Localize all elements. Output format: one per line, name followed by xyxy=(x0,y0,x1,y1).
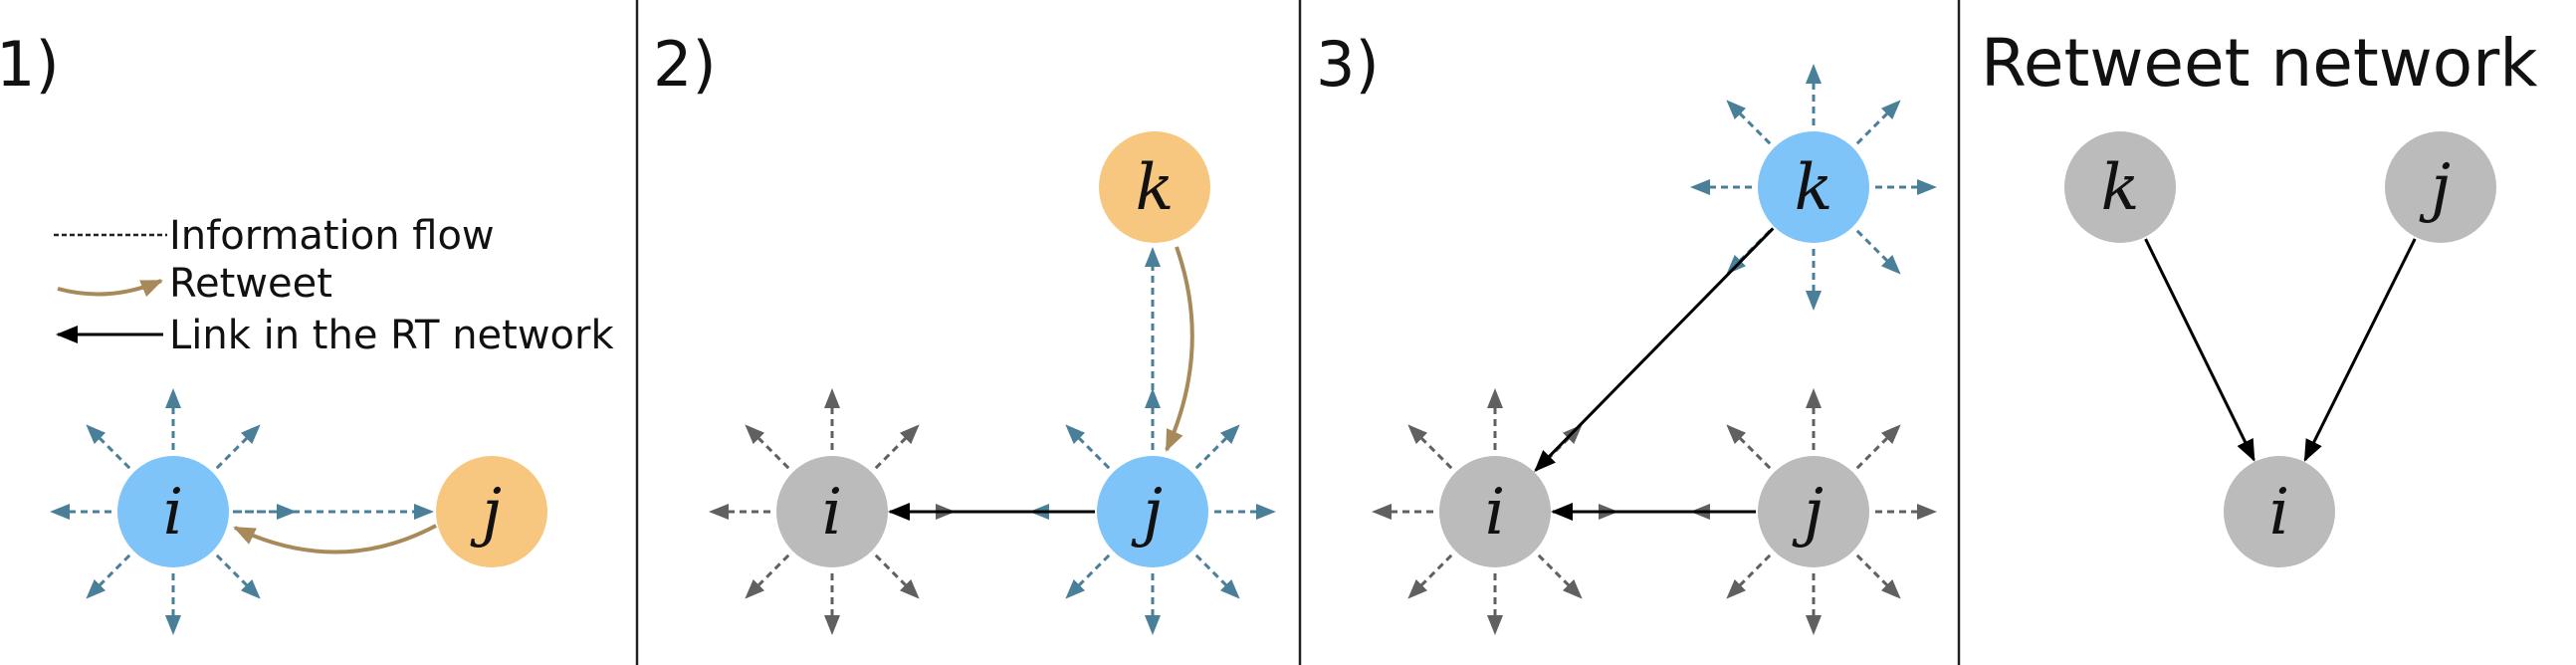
p1-i-flow-arrow-225 xyxy=(86,424,131,470)
p2-i-flow-arrow-225 xyxy=(745,424,790,470)
p1-i-flow-arrow-45 xyxy=(215,554,261,599)
information-flows xyxy=(50,64,1937,635)
p4-j-node xyxy=(2385,131,2496,243)
p4-rt-link-j-to-i xyxy=(2303,238,2417,462)
p2-retweet-k-to-j xyxy=(1165,246,1194,452)
p2-i-flow-arrow-45 xyxy=(874,554,920,599)
p3-j-flow-arrow-315 xyxy=(1855,424,1901,470)
p1-i-node-label: i xyxy=(163,476,183,550)
legend: Information flow Retweet Link in the RT … xyxy=(54,213,614,358)
p3-i-node xyxy=(1439,456,1551,567)
p1-i-flow-arrow-315 xyxy=(215,424,261,470)
p3-k-node xyxy=(1758,131,1869,243)
p3-j-node xyxy=(1758,456,1869,567)
panel-label-2: 2) xyxy=(653,28,717,101)
p3-j-flow-arrow-45 xyxy=(1855,554,1901,599)
p3-k-flow-arrow-45 xyxy=(1855,229,1901,275)
p3-i-flow-arrow-45 xyxy=(1537,554,1583,599)
legend-rt-link-label: Link in the RT network xyxy=(169,313,614,358)
p2-k-node xyxy=(1099,131,1210,243)
p4-k-node-label: k xyxy=(2101,151,2140,225)
network-links xyxy=(233,227,2417,554)
p2-j-flow-arrow-315 xyxy=(1194,424,1240,470)
p2-i-flow-arrow-315 xyxy=(874,424,920,470)
p2-i-flow-arrow-135 xyxy=(745,554,790,599)
p2-j-flow-arrow-225 xyxy=(1065,424,1111,470)
legend-retweet-swatch xyxy=(57,279,163,298)
p2-i-node-label: i xyxy=(822,476,842,550)
p1-retweet-j-to-i xyxy=(233,524,437,554)
p1-i-flow-arrow-135 xyxy=(86,554,131,599)
p3-i-node-label: i xyxy=(1485,476,1505,550)
legend-information-flow-label: Information flow xyxy=(169,213,495,259)
p2-j-node xyxy=(1097,456,1208,567)
p4-k-node xyxy=(2064,131,2176,243)
p1-i-node xyxy=(117,456,229,567)
p1-j-node xyxy=(436,456,547,567)
retweet-network-title: Retweet network xyxy=(1981,25,2538,102)
p3-k-flow-arrow-315 xyxy=(1855,100,1901,145)
p3-k-flow-arrow-225 xyxy=(1726,100,1772,145)
p3-j-flow-arrow-225 xyxy=(1726,424,1772,470)
p3-j-flow-arrow-135 xyxy=(1726,554,1772,599)
p3-i-flow-arrow-135 xyxy=(1407,554,1453,599)
legend-retweet-label: Retweet xyxy=(169,261,332,307)
p4-i-node-label: i xyxy=(2269,476,2289,550)
p2-j-flow-arrow-45 xyxy=(1194,554,1240,599)
p2-j-flow-arrow-135 xyxy=(1065,554,1111,599)
panel-label-1: 1) xyxy=(0,28,60,101)
p4-i-node xyxy=(2224,456,2335,567)
p2-i-node xyxy=(776,456,888,567)
p2-k-node-label: k xyxy=(1136,151,1175,225)
p3-rt-link-k-to-i xyxy=(1534,227,1775,473)
p3-k-node-label: k xyxy=(1795,151,1833,225)
panel-label-3: 3) xyxy=(1316,28,1380,101)
p3-i-flow-arrow-225 xyxy=(1407,424,1453,470)
p4-rt-link-k-to-i xyxy=(2144,238,2255,462)
